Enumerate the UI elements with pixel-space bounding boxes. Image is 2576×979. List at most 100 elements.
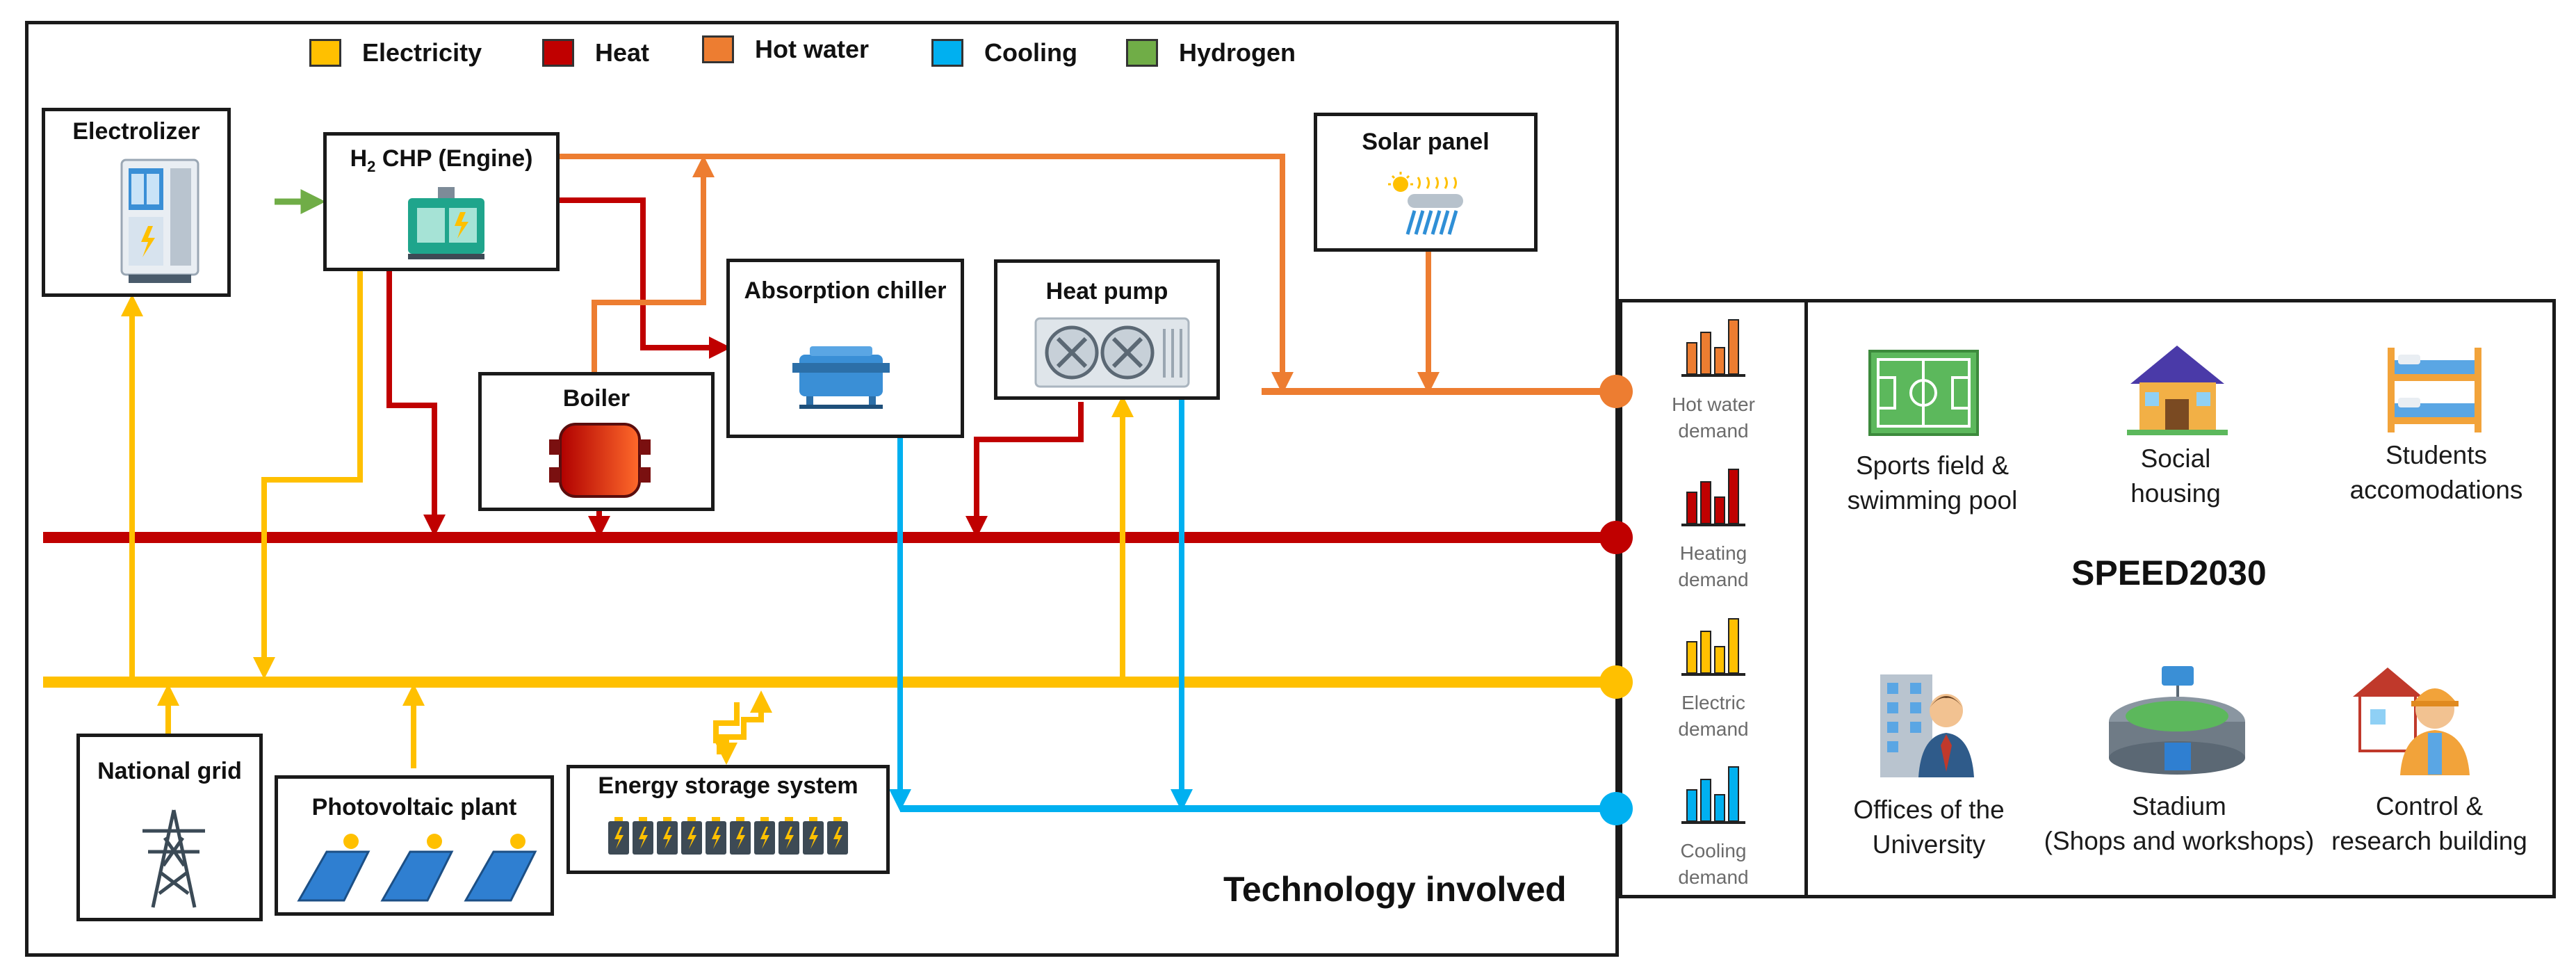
house-icon <box>2127 346 2228 435</box>
battery-terminal <box>833 817 842 821</box>
heating-demand-icon <box>1681 469 1745 526</box>
demand-bar <box>1714 347 1725 375</box>
heat-pump-label: Heat pump <box>1045 278 1168 305</box>
solar-heater-icon <box>1388 172 1463 235</box>
building-stadium-label: Stadium(Shops and workshops) <box>2044 792 2315 855</box>
electrolizer-box: Electrolizer <box>42 108 231 297</box>
stadium-icon <box>2109 666 2245 775</box>
demand-bar <box>1700 779 1711 822</box>
legend-label: Hot water <box>755 35 870 63</box>
battery-terminal <box>663 817 671 821</box>
demand-bar <box>1728 766 1739 822</box>
office-worker-icon <box>1880 674 1974 777</box>
battery-bolt <box>833 827 842 849</box>
technology-frame <box>25 21 1619 957</box>
chp-hot-water <box>556 154 1294 394</box>
engine-icon <box>408 187 484 259</box>
demand-bar <box>1686 789 1697 822</box>
battery-bolt <box>614 827 623 849</box>
campus-frame <box>1804 299 2556 898</box>
demand-bar <box>1686 641 1697 674</box>
solar-panel-box: Solar panel <box>1314 113 1538 252</box>
battery-bolt <box>736 827 745 849</box>
demand-bar <box>1686 342 1697 375</box>
demand-bar <box>1728 618 1739 674</box>
power-tower-icon <box>142 809 205 908</box>
legend-electricity: Electricity <box>309 38 482 67</box>
boiler-hot-water <box>592 155 715 372</box>
demand-bar <box>1700 332 1711 375</box>
legend-label: Electricity <box>362 38 482 67</box>
battery-terminal <box>687 817 696 821</box>
demand-bar <box>1700 631 1711 674</box>
battery-bolt <box>639 827 648 849</box>
energy-storage-box: Energy storage system <box>566 765 890 874</box>
demand-bar <box>1714 646 1725 674</box>
electricity-bus-end <box>1599 665 1633 699</box>
heat-pump-box: Heat pump <box>994 259 1220 400</box>
battery-terminal <box>736 817 744 821</box>
energy-storage-label: Energy storage system <box>598 772 858 799</box>
battery-bolt <box>760 827 769 849</box>
chp-heat-to-chiller <box>556 197 731 359</box>
battery-terminal <box>760 817 769 821</box>
solar-panel-label: Solar panel <box>1362 129 1490 155</box>
storage-link-down <box>713 702 740 765</box>
hot-water-bus-end <box>1599 375 1633 408</box>
electric-demand-icon <box>1681 618 1745 676</box>
absorption-chiller-box: Absorption chiller <box>726 259 964 438</box>
hot-water-demand-icon <box>1681 319 1745 377</box>
legend-swatch <box>702 35 734 63</box>
battery-terminal <box>639 817 647 821</box>
cooling-bus-end <box>1599 792 1633 825</box>
legend-label: Heat <box>595 38 650 67</box>
sports-field-icon <box>1868 350 1979 436</box>
battery-bolt <box>809 827 818 849</box>
h2-chp-label: H2 CHP (Engine) <box>350 145 533 175</box>
building-control-label: Control &research building <box>2331 792 2527 855</box>
electrolizer-label: Electrolizer <box>72 118 200 145</box>
legend-cooling: Cooling <box>931 38 1077 67</box>
chp-heat-to-bus <box>386 268 446 537</box>
campus-title: SPEED2030 <box>2071 553 2267 592</box>
legend-swatch <box>542 39 574 67</box>
battery-bolt <box>712 827 721 849</box>
demand-bar <box>1700 481 1711 524</box>
solar-panels-icon <box>297 834 537 902</box>
battery-bolt <box>687 827 696 849</box>
heat-pump-to-bus <box>965 402 1084 538</box>
boiler-label: Boiler <box>562 385 630 412</box>
electrolizer-icon <box>120 159 199 283</box>
national-grid-label: National grid <box>97 758 242 784</box>
chp-to-bus <box>253 268 363 679</box>
legend-label: Hydrogen <box>1179 38 1296 67</box>
battery-terminal <box>614 817 623 821</box>
national-grid-box: National grid <box>76 734 263 921</box>
battery-terminal <box>809 817 817 821</box>
technology-title: Technology involved <box>1223 870 1567 909</box>
building-sports-field-label: Sports field &swimming pool <box>1847 451 2018 515</box>
battery-terminal <box>785 817 793 821</box>
legend-swatch <box>309 39 341 67</box>
boiler-icon <box>549 423 651 498</box>
heat-pump-fans-icon <box>1034 317 1190 388</box>
battery-terminal <box>712 817 720 821</box>
photovoltaic-plant-box: Photovoltaic plant <box>275 775 554 916</box>
legend-hot-water: Hot water <box>702 35 869 64</box>
photovoltaic-plant-label: Photovoltaic plant <box>311 794 517 820</box>
battery-bolt <box>785 827 794 849</box>
legend-swatch <box>1126 39 1158 67</box>
cooling-demand-icon <box>1681 766 1745 824</box>
demand-bar <box>1728 319 1739 375</box>
bunk-bed-icon <box>2388 348 2481 432</box>
battery-bolt <box>663 827 672 849</box>
battery-bank-icon <box>608 817 848 855</box>
legend-hydrogen: Hydrogen <box>1126 38 1296 67</box>
